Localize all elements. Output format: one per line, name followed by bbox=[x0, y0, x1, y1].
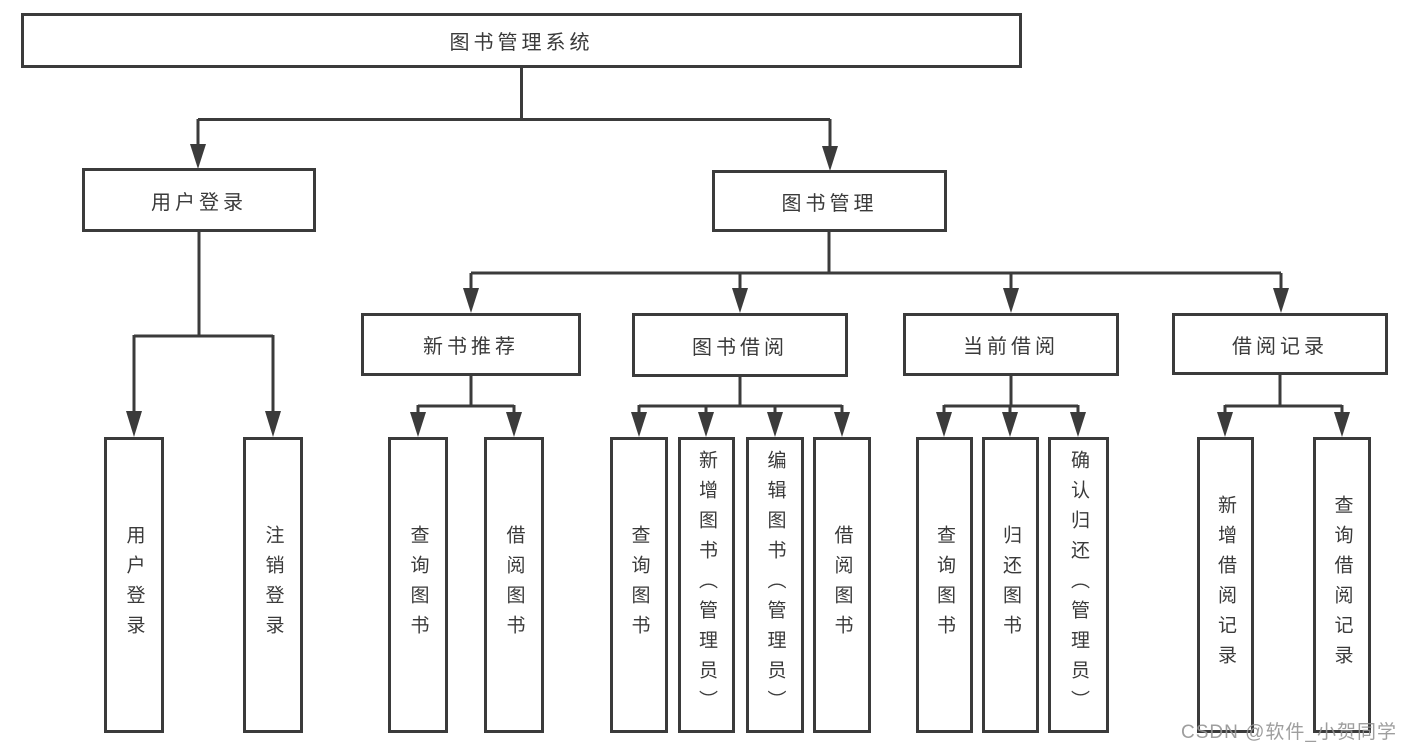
arrowhead bbox=[463, 288, 479, 313]
connector-new-book-to-children bbox=[410, 376, 522, 437]
node-label: 新增借阅记录 bbox=[1215, 495, 1236, 675]
node-label: 借阅记录 bbox=[1232, 335, 1328, 358]
arrowhead bbox=[1217, 412, 1233, 437]
node-current-borrowing: 当前借阅 bbox=[903, 313, 1119, 376]
leaf-current-return-books: 归还图书 bbox=[982, 437, 1039, 733]
node-label: 用户登录 bbox=[151, 191, 247, 214]
leaf-current-query-books: 查询图书 bbox=[916, 437, 973, 733]
leaf-borrow-query-books: 查询图书 bbox=[610, 437, 668, 733]
node-label: 注销登录 bbox=[262, 525, 284, 645]
leaf-borrow-borrow-books: 借阅图书 bbox=[813, 437, 871, 733]
node-label: 归还图书 bbox=[1000, 525, 1021, 645]
leaf-record-query-borrow-record: 查询借阅记录 bbox=[1313, 437, 1371, 733]
arrowhead bbox=[265, 411, 281, 437]
arrowhead bbox=[1003, 288, 1019, 313]
csdn-watermark: CSDN @软件_小贺同学 bbox=[1181, 722, 1397, 743]
node-label: 用户登录 bbox=[123, 525, 145, 645]
node-root-library-management-system: 图书管理系统 bbox=[21, 13, 1022, 68]
node-new-book-recommend: 新书推荐 bbox=[361, 313, 581, 376]
arrowhead bbox=[1070, 412, 1086, 437]
node-label: 确认归还（管理员） bbox=[1068, 450, 1089, 720]
node-label: 当前借阅 bbox=[963, 336, 1059, 358]
arrowhead bbox=[822, 146, 838, 171]
node-book-management: 图书管理 bbox=[712, 170, 947, 232]
arrowhead bbox=[190, 144, 206, 169]
node-label: 借阅图书 bbox=[503, 525, 525, 645]
arrowhead bbox=[698, 412, 714, 437]
node-label: 借阅图书 bbox=[831, 525, 853, 645]
arrowhead bbox=[834, 412, 850, 437]
arrowhead bbox=[410, 412, 426, 437]
arrowhead bbox=[631, 412, 647, 437]
leaf-newbook-borrow-books: 借阅图书 bbox=[484, 437, 544, 733]
node-label: 图书管理 bbox=[781, 192, 878, 215]
node-borrowing-records: 借阅记录 bbox=[1172, 313, 1388, 375]
arrowhead bbox=[732, 288, 748, 313]
node-label: 图书管理系统 bbox=[449, 32, 594, 54]
leaf-current-confirm-return-admin: 确认归还（管理员） bbox=[1048, 437, 1109, 733]
leaf-borrow-edit-books-admin: 编辑图书（管理员） bbox=[746, 437, 804, 733]
arrowhead bbox=[1002, 412, 1018, 437]
node-user-login: 用户登录 bbox=[82, 168, 316, 232]
node-label: 查询图书 bbox=[934, 525, 955, 645]
connector-book-management-to-level3 bbox=[463, 232, 1289, 313]
node-label: 新书推荐 bbox=[423, 336, 519, 358]
arrowhead bbox=[1273, 288, 1289, 313]
connector-book-borrowing-to-children bbox=[631, 377, 850, 437]
arrowhead bbox=[506, 412, 522, 437]
connector-user-login-to-children bbox=[126, 232, 281, 437]
leaf-newbook-query-books: 查询图书 bbox=[388, 437, 448, 733]
arrowhead bbox=[126, 411, 142, 437]
connector-current-borrowing-to-children bbox=[936, 376, 1086, 437]
node-label: 图书借阅 bbox=[692, 336, 788, 359]
node-label: 新增图书（管理员） bbox=[696, 450, 717, 720]
connector-borrowing-records-to-children bbox=[1217, 375, 1350, 437]
leaf-record-add-borrow-record: 新增借阅记录 bbox=[1197, 437, 1254, 733]
node-label: 查询借阅记录 bbox=[1331, 495, 1353, 675]
arrowhead bbox=[767, 412, 783, 437]
node-label: 编辑图书（管理员） bbox=[764, 450, 786, 720]
arrowhead bbox=[936, 412, 952, 437]
leaf-borrow-add-books-admin: 新增图书（管理员） bbox=[678, 437, 735, 733]
node-label: 查询图书 bbox=[407, 525, 429, 645]
leaf-logout: 注销登录 bbox=[243, 437, 303, 733]
connector-root-to-level2 bbox=[190, 68, 838, 171]
node-book-borrowing: 图书借阅 bbox=[632, 313, 848, 377]
leaf-user-login: 用户登录 bbox=[104, 437, 164, 733]
node-label: 查询图书 bbox=[628, 525, 650, 645]
arrowhead bbox=[1334, 412, 1350, 437]
